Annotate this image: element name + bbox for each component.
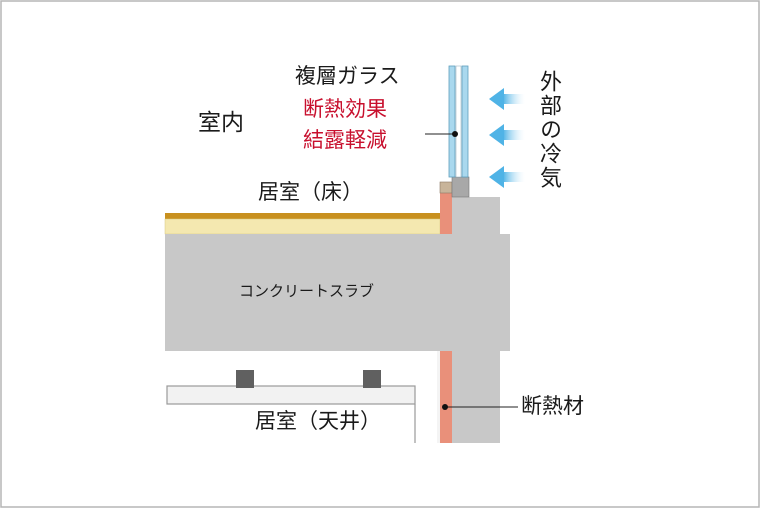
indoor-label: 室内 — [198, 110, 244, 136]
ceiling-hanger-left — [236, 370, 254, 388]
insulation-lower — [438, 351, 452, 443]
effect-label-condensation: 結露軽減 — [303, 128, 387, 152]
effect-label-insulation: 断熱効果 — [303, 97, 387, 121]
cold-air-arrow-3 — [489, 166, 525, 188]
sill-trim — [439, 181, 453, 194]
insulation-lining — [437, 351, 440, 443]
insulation-leader-dot — [442, 404, 448, 410]
cold-air-arrow-1 — [489, 88, 525, 110]
exterior-wall — [452, 351, 500, 443]
glass-pane-outer — [461, 65, 469, 178]
outside-cold-label: 外部の冷気 — [536, 70, 561, 190]
glass-pane-inner — [448, 65, 456, 178]
room-floor-label: 居室（床） — [258, 180, 363, 204]
ceiling-hanger-right — [363, 370, 381, 388]
floor-finish-layer — [165, 213, 440, 219]
ceiling-board — [166, 385, 416, 405]
slab-label: コンクリートスラブ — [239, 282, 375, 300]
slab-edge — [500, 234, 510, 351]
window-frame-bottom — [451, 176, 470, 198]
room-ceiling-label: 居室（天井） — [255, 409, 381, 433]
insulation-label: 断熱材 — [521, 394, 584, 418]
insulation-upper — [440, 193, 452, 234]
concrete-slab — [165, 234, 510, 351]
glass-leader-dot — [452, 131, 458, 137]
upstand-beam — [452, 197, 500, 237]
floor-base-layer — [164, 218, 441, 235]
glass-air-gap — [455, 65, 462, 178]
cold-air-arrow-2 — [489, 124, 525, 146]
glass-label: 複層ガラス — [295, 64, 400, 88]
